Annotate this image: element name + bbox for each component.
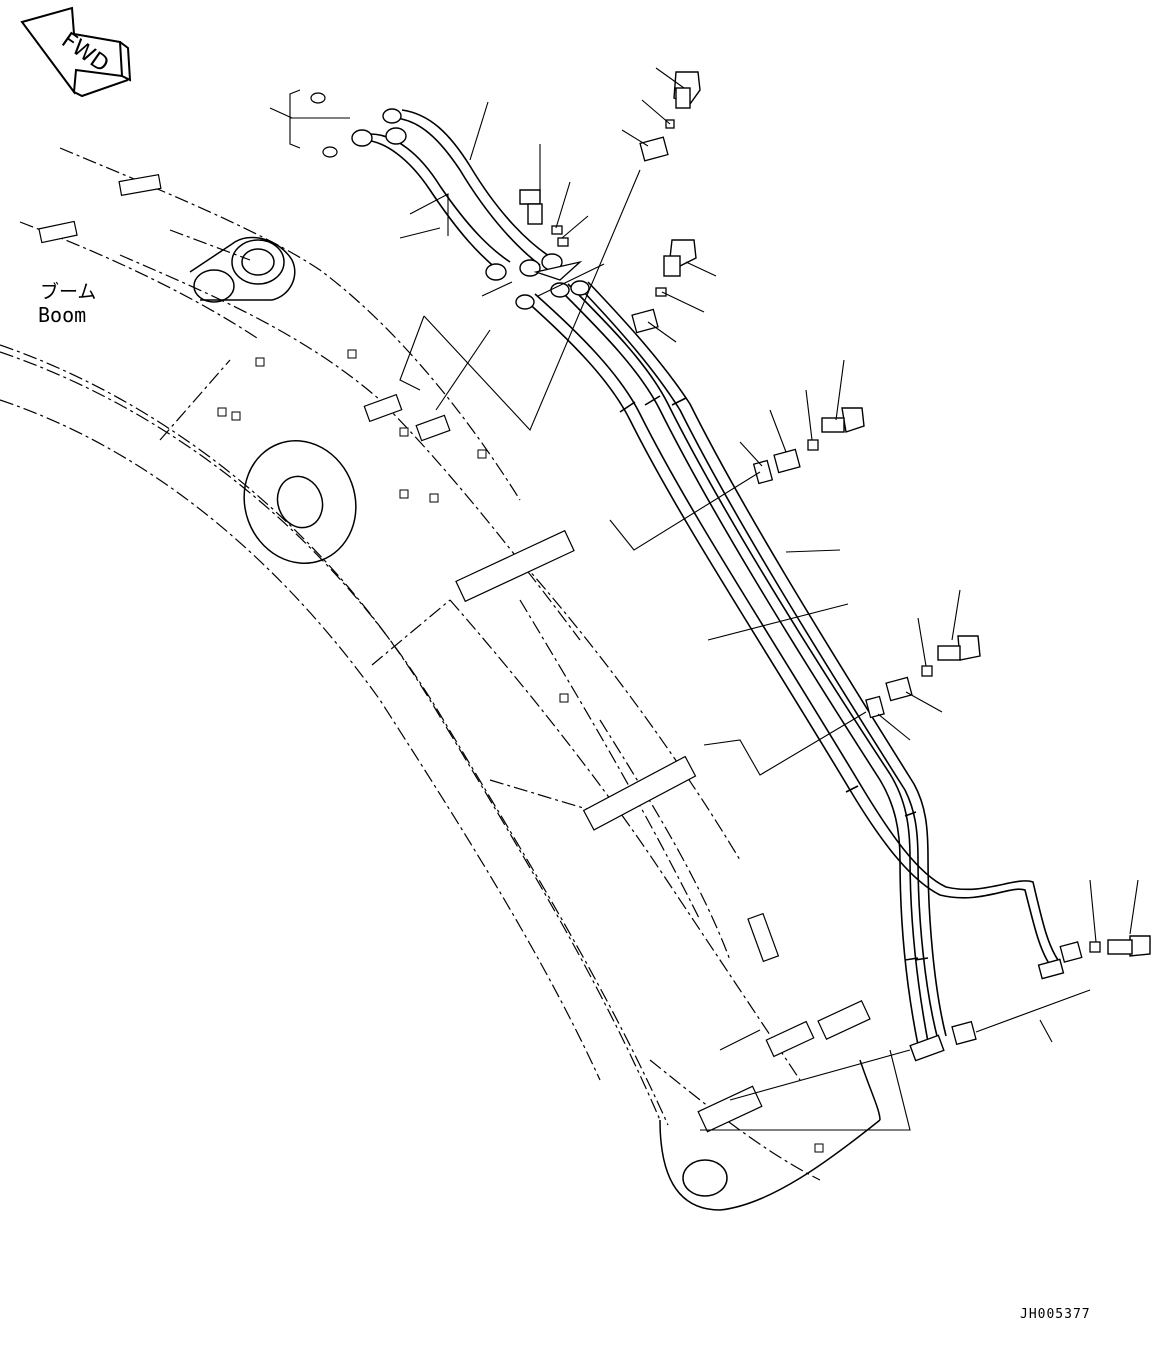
forward-arrow-icon — [20, 6, 132, 98]
boom-label-english: Boom — [38, 303, 86, 327]
boom-structure — [189, 236, 881, 1211]
drawing-code: JH005377 — [1020, 1307, 1091, 1322]
boom-outline — [0, 147, 821, 1181]
clamp-brackets — [38, 173, 871, 1133]
fastener-nuts — [217, 349, 824, 1153]
pipe-fittings — [351, 108, 1065, 1062]
boom-label-japanese: ブーム — [40, 280, 96, 303]
pipe-clamps — [533, 119, 1101, 1046]
leader-lines — [269, 67, 1139, 1131]
bolts — [519, 71, 1151, 957]
o-rings — [310, 92, 338, 158]
